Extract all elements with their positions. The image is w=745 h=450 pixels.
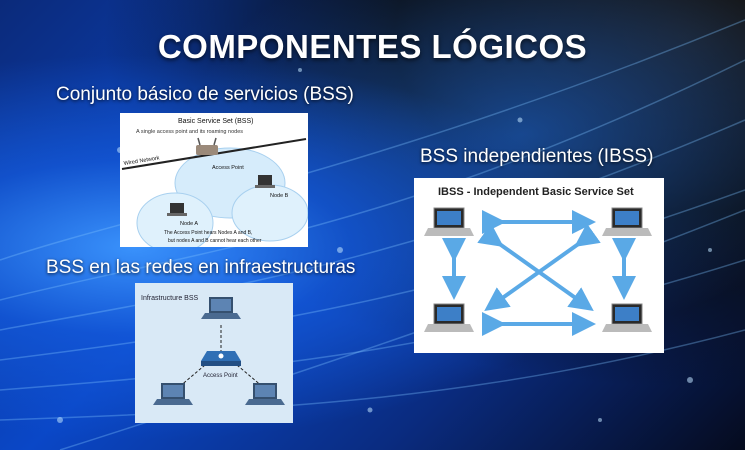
bss-label: Conjunto básico de servicios (BSS) — [56, 84, 354, 105]
coverage-bubble-a — [136, 192, 214, 247]
node-a-label: Node A — [180, 221, 198, 227]
laptop-icon — [602, 207, 652, 236]
wired-network-label: Wired Network — [123, 155, 160, 167]
infra-heading: Infrastructure BSS — [141, 295, 199, 302]
laptop-icon — [424, 303, 474, 332]
laptop-icon — [602, 303, 652, 332]
ibss-heading: IBSS - Independent Basic Service Set — [438, 186, 634, 198]
page-title: COMPONENTES LÓGICOS — [157, 28, 588, 65]
infra-label: BSS en las redes en infraestructuras — [46, 257, 356, 278]
laptop-icon — [424, 207, 474, 236]
node-b-label: Node B — [270, 193, 289, 199]
access-point-label: Access Point — [212, 165, 244, 171]
ibss-label: BSS independientes (IBSS) — [420, 146, 654, 167]
router-icon — [201, 351, 241, 366]
double-arrow-icon — [442, 210, 636, 336]
laptop-icon — [255, 175, 275, 188]
bss-caption-1: The Access Point hears Nodes A and B, — [164, 230, 252, 236]
infra-access-point-label: Access Point — [203, 373, 238, 379]
infra-diagram: Infrastructure BSS Access Point — [135, 283, 293, 423]
access-point-icon — [196, 137, 218, 155]
ibss-diagram: IBSS - Independent Basic Service Set — [414, 178, 664, 353]
bss-diagram: Basic Service Set (BSS) A single access … — [120, 113, 308, 247]
laptop-icon — [201, 297, 241, 319]
laptop-icon — [167, 203, 187, 216]
laptop-icon — [153, 383, 193, 405]
bss-subheading: A single access point and its roaming no… — [136, 129, 243, 135]
bss-heading: Basic Service Set (BSS) — [178, 118, 253, 125]
link-lines — [178, 325, 264, 388]
bss-caption-2: but nodes A and B cannot hear each other — [168, 238, 262, 244]
laptop-icon — [245, 383, 285, 405]
